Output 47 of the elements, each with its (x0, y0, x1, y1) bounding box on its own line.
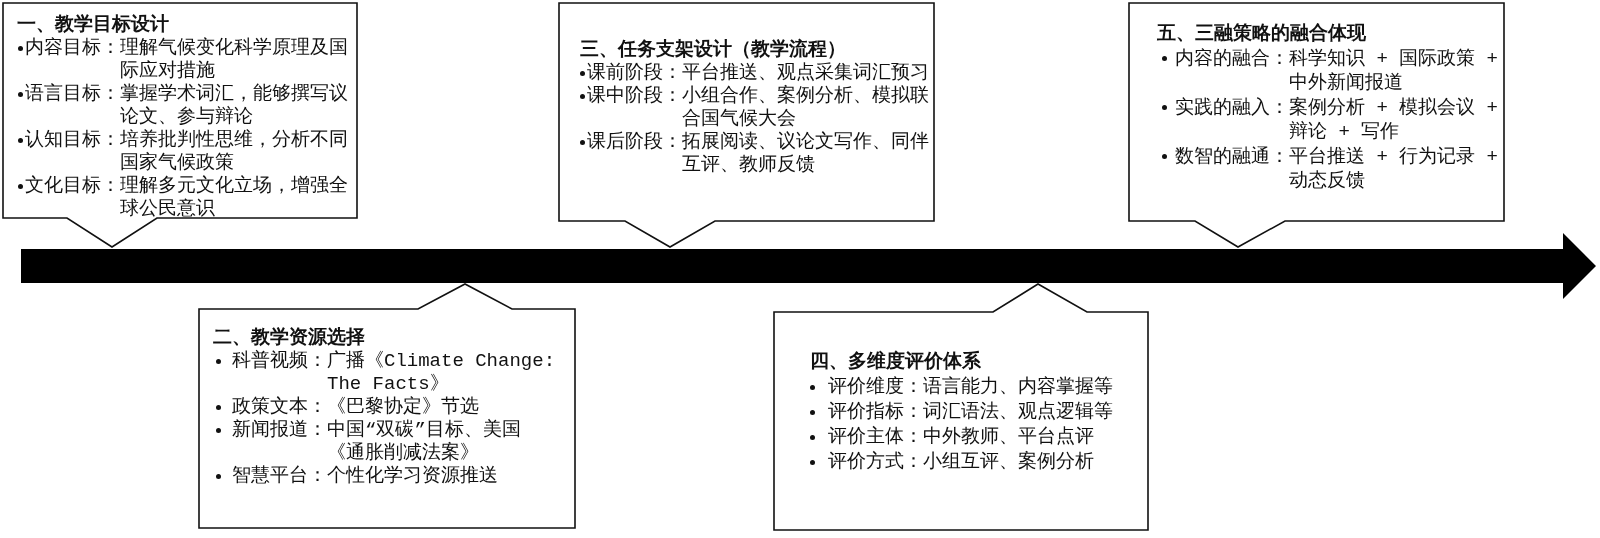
item-text: 中国“双碳”目标、美国《通胀削减法案》 (327, 419, 522, 465)
item-label: 语言目标： (25, 83, 120, 107)
section-heading: 二、教学资源选择 (213, 327, 365, 350)
item-text: 拓展阅读、议论文写作、同伴互评、教师反馈 (682, 131, 930, 177)
item-text: 个性化学习资源推送 (327, 465, 498, 488)
timeline-arrow (21, 233, 1596, 299)
item-text: 培养批判性思维，分析不同国家气候政策 (120, 129, 348, 175)
item-text: 案例分析 + 模拟会议 + 辩论 + 写作 (1289, 95, 1499, 145)
item-text: 平台推送、观点采集词汇预习 (682, 62, 929, 85)
item-text: 小组合作、案例分析、模拟联合国气候大会 (682, 85, 930, 131)
item-label: 评价方式： (828, 450, 923, 475)
callout-box (198, 283, 576, 529)
item-text: 小组互评、案例分析 (923, 450, 1094, 475)
item-label: 认知目标： (25, 129, 120, 153)
item-label: 课前阶段： (587, 62, 682, 85)
item-text: 掌握学术词汇，能够撰写议论文、参与辩论 (120, 83, 348, 129)
item-text: 词汇语法、观点逻辑等 (923, 400, 1113, 425)
item-label: 课中阶段： (587, 85, 682, 109)
section-heading: 四、多维度评价体系 (810, 350, 981, 375)
item-label: 评价指标： (828, 400, 923, 425)
item-text: 中外教师、平台点评 (923, 425, 1094, 450)
item-text: 广播《Climate Change: The Facts》 (327, 350, 557, 396)
item-label: 文化目标： (25, 175, 120, 199)
item-text: 理解多元文化立场，增强全球公民意识 (120, 175, 348, 221)
item-text: 《巴黎协定》节选 (327, 396, 479, 419)
callout-box (1128, 2, 1505, 248)
section-heading: 一、教学目标设计 (17, 14, 169, 37)
section-heading: 三、任务支架设计（教学流程） (580, 39, 846, 62)
callout-box (558, 2, 935, 248)
item-label: 政策文本： (232, 396, 327, 419)
item-label: 内容的融合： (1175, 46, 1289, 72)
item-label: 课后阶段： (587, 131, 682, 155)
item-label: 评价主体： (828, 425, 923, 450)
callout-box (773, 283, 1149, 531)
item-label: 内容目标： (25, 37, 120, 61)
section-heading: 五、三融策略的融合体现 (1157, 22, 1366, 47)
callout-box (2, 2, 358, 248)
item-text: 科学知识 + 国际政策 + 中外新闻报道 (1289, 46, 1499, 96)
item-label: 实践的融入： (1175, 95, 1289, 121)
item-label: 科普视频： (232, 350, 327, 374)
item-text: 语言能力、内容掌握等 (923, 375, 1113, 400)
item-label: 智慧平台： (232, 465, 327, 488)
item-text: 平台推送 + 行为记录 + 动态反馈 (1289, 144, 1499, 194)
item-text: 理解气候变化科学原理及国际应对措施 (120, 37, 348, 83)
item-label: 评价维度： (828, 375, 923, 400)
item-label: 新闻报道： (232, 419, 327, 443)
item-label: 数智的融通： (1175, 144, 1289, 170)
